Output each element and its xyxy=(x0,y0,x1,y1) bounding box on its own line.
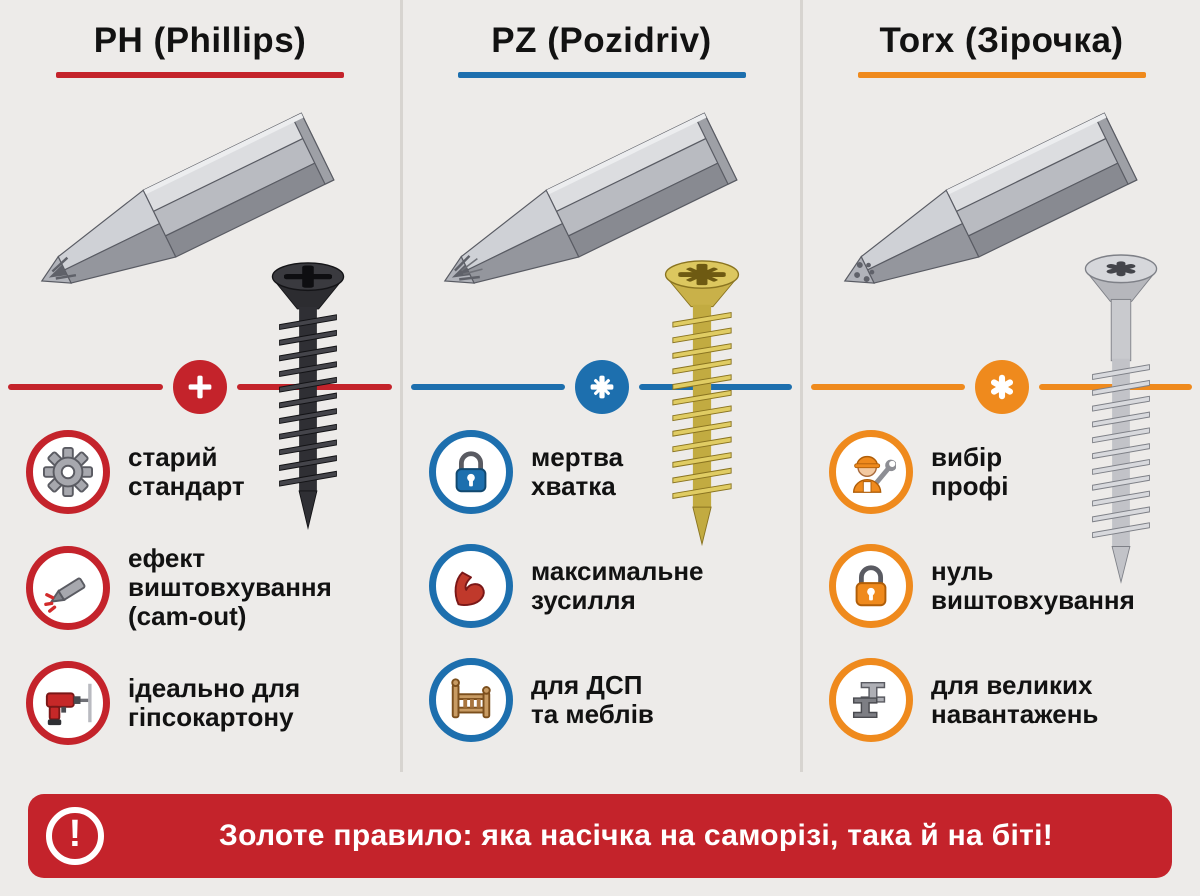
feature-cam-out: ефект виштовхування (cam-out) xyxy=(26,543,392,632)
feature-list-ph: старий стандарт xyxy=(26,430,392,746)
feature-drywall: ідеально для гіпсокартону xyxy=(26,661,392,746)
bicep-icon xyxy=(429,544,513,628)
black-drywall-screw-image xyxy=(271,262,345,531)
column-title: PH (Phillips) xyxy=(93,21,307,60)
feature-text: вибір профі xyxy=(931,441,1009,501)
steel-beam-icon xyxy=(829,658,913,742)
padlock-icon xyxy=(429,430,513,514)
feature-zero-camout: нуль виштовхування xyxy=(829,544,1192,628)
phillips-cross-icon xyxy=(173,360,227,414)
feature-text: мертва хватка xyxy=(531,441,624,501)
feature-text: старий стандарт xyxy=(128,441,245,501)
divider-line xyxy=(8,384,163,390)
pozidriv-bit-image xyxy=(443,112,738,284)
phillips-bit-image xyxy=(40,112,335,284)
yellow-chipboard-screw-image xyxy=(664,260,740,547)
exclamation-icon: ! xyxy=(46,807,104,865)
golden-rule-banner: ! Золоте правило: яка насічка на саморіз… xyxy=(28,794,1172,878)
column-title: Torx (Зірочка) xyxy=(879,21,1124,60)
furniture-icon xyxy=(429,658,513,742)
column-torx: Torx (Зірочка) xyxy=(800,0,1200,772)
divider-line xyxy=(811,384,965,390)
feature-text: нуль виштовхування xyxy=(931,555,1135,615)
feature-list-torx: вибір профі нуль виштовхування xyxy=(829,430,1192,742)
title-underline xyxy=(56,72,344,78)
silver-torx-screw-image xyxy=(1084,254,1158,584)
gear-icon xyxy=(26,430,110,514)
feature-heavy-load: для великих навантажень xyxy=(829,658,1192,742)
feature-text: ефект виштовхування (cam-out) xyxy=(128,543,332,632)
title-underline xyxy=(857,72,1146,78)
columns-wrap: PH (Phillips) xyxy=(0,0,1200,772)
worker-icon xyxy=(829,430,913,514)
feature-pro-choice: вибір профі xyxy=(829,430,1192,514)
cam-out-icon xyxy=(26,545,110,630)
feature-list-pz: мертва хватка максимальне зусилля xyxy=(429,430,792,742)
exclamation-glyph: ! xyxy=(68,813,82,855)
pozidriv-star-icon xyxy=(574,360,629,414)
column-pz: PZ (Pozidriv) xyxy=(400,0,800,772)
divider-line xyxy=(411,384,565,390)
feature-max-torque: максимальне зусилля xyxy=(429,544,792,628)
feature-old-standard: старий стандарт xyxy=(26,430,392,514)
padlock-icon xyxy=(829,544,913,628)
title-underline xyxy=(457,72,746,78)
torx-bit-image xyxy=(843,112,1138,284)
drill-icon xyxy=(26,661,110,746)
feature-text: ідеально для гіпсокартону xyxy=(128,673,301,733)
golden-rule-text: Золоте правило: яка насічка на саморізі,… xyxy=(218,819,1054,852)
feature-text: для ДСП та меблів xyxy=(531,669,654,729)
feature-text: максимальне зусилля xyxy=(531,555,704,615)
divider-line xyxy=(638,384,792,390)
torx-star-icon xyxy=(974,360,1029,414)
feature-dead-grip: мертва хватка xyxy=(429,430,792,514)
column-ph: PH (Phillips) xyxy=(0,0,400,772)
feature-text: для великих навантажень xyxy=(931,669,1099,729)
column-title: PZ (Pozidriv) xyxy=(491,21,712,60)
feature-chipboard: для ДСП та меблів xyxy=(429,658,792,742)
divider-pz xyxy=(411,360,792,414)
